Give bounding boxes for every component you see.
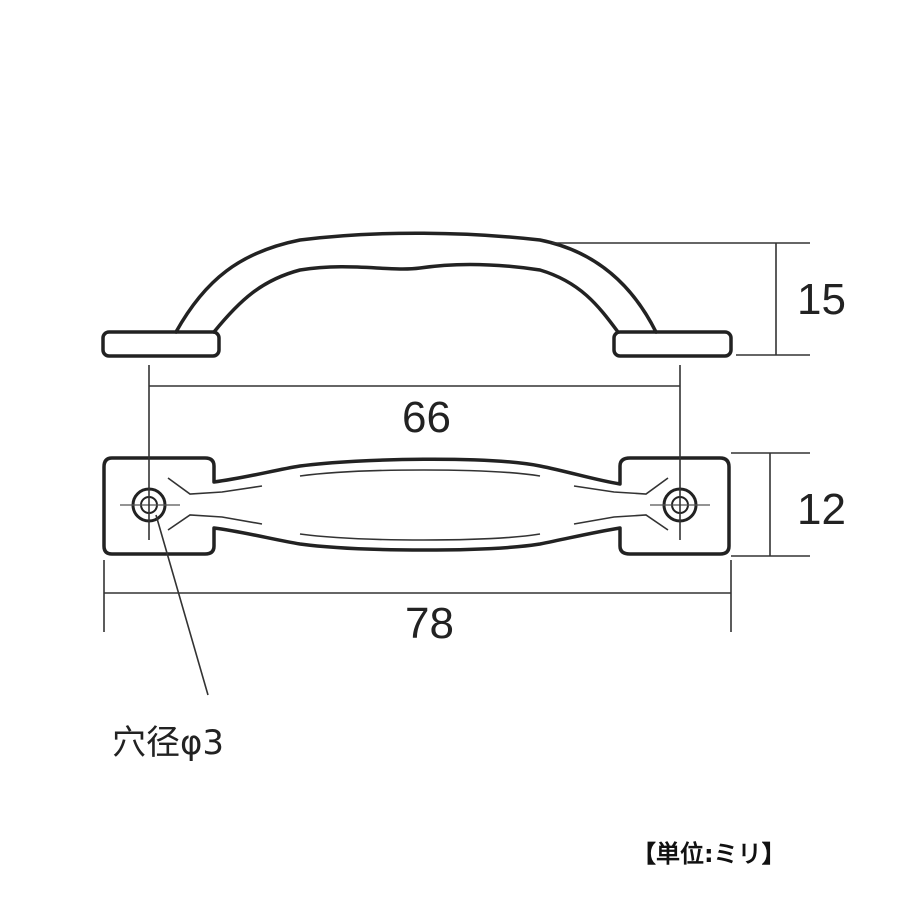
width-dimension: 12 [731, 452, 846, 557]
side-view [101, 231, 733, 358]
hole-pitch-dimension: 66 [148, 365, 681, 540]
side-view-left-foot [101, 330, 221, 358]
side-view-arch-inner [212, 262, 620, 334]
height-dimension: 15 [552, 242, 846, 356]
height-dimension-label: 15 [797, 275, 846, 324]
overall-length-dimension: 78 [103, 560, 732, 648]
side-view-arch-outer [174, 231, 658, 334]
overall-length-label: 78 [405, 599, 454, 648]
hole-callout-label: 穴径φ3 [112, 723, 224, 763]
unit-note: 【単位:ミリ】 [632, 840, 786, 868]
side-view-right-foot [612, 330, 733, 358]
width-dimension-label: 12 [797, 485, 846, 534]
top-view [102, 456, 731, 556]
hole-pitch-label: 66 [402, 393, 451, 442]
hole-callout: 穴径φ3 [112, 514, 224, 763]
top-view-outline [102, 456, 731, 556]
